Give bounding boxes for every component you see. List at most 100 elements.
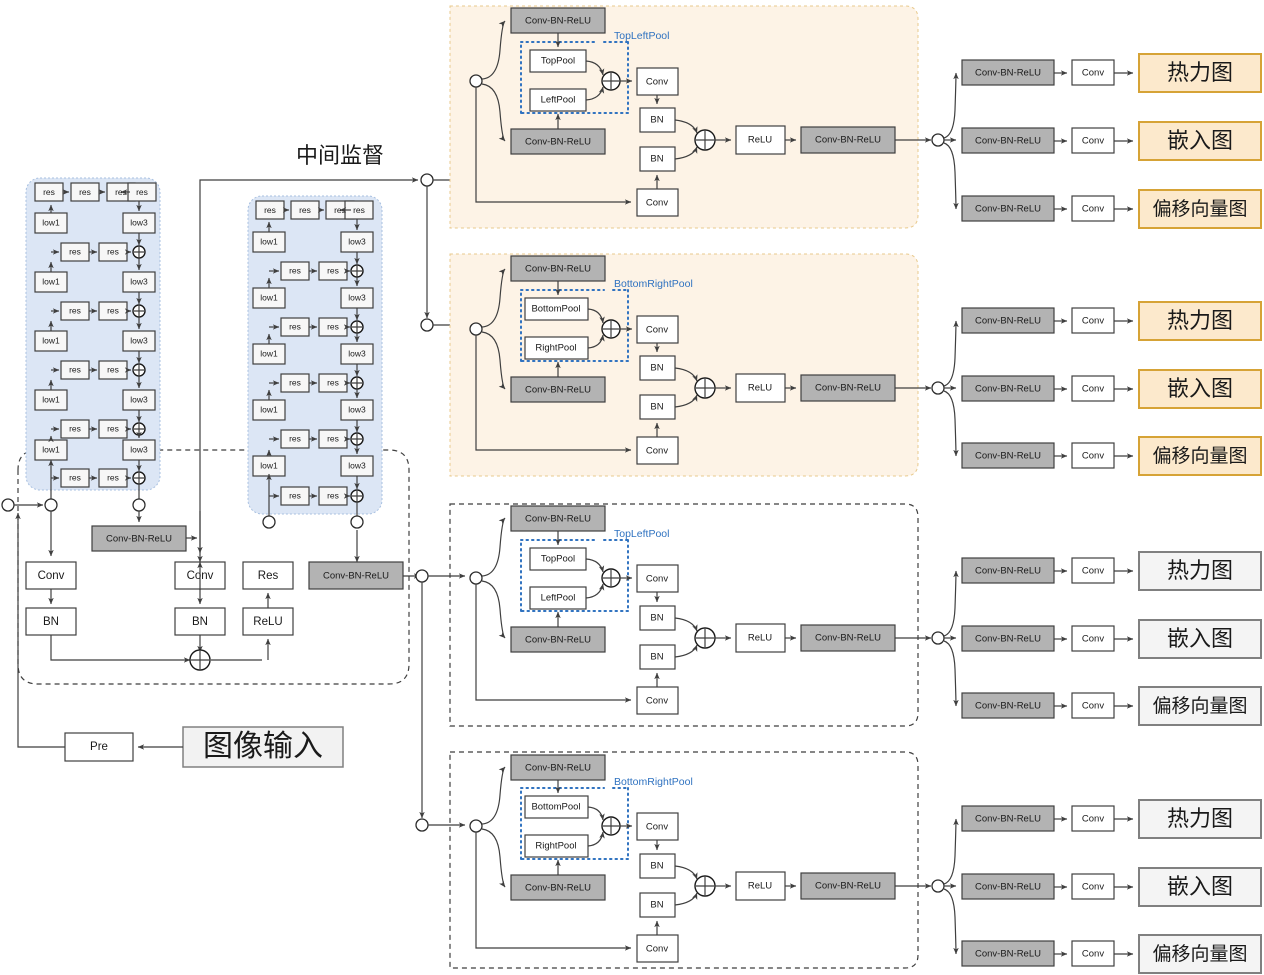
hg1-low3-4: low3 xyxy=(130,394,148,404)
b3-leftpool: LeftPool xyxy=(541,593,576,604)
hg2-low3-2: low3 xyxy=(348,292,366,302)
hg2-skip-res-2a: res xyxy=(289,321,301,331)
b2-out1-conv: Conv xyxy=(1082,316,1104,327)
b3-toppool: TopPool xyxy=(541,554,575,565)
intermediate-supervision-label: 中间监督 xyxy=(296,143,384,168)
branch-module-4: Conv-BN-ReLU Conv-BN-ReLU BottomRightPoo… xyxy=(449,751,932,969)
b1-output-offset: 偏移向量图 xyxy=(1152,198,1247,220)
b4-bn-lower: BN xyxy=(650,900,663,911)
left-junctions xyxy=(1,498,429,583)
hourglass-stage-2-content: res res res res low1 low3 res res xyxy=(252,200,374,522)
hg2-skip-res-5b: res xyxy=(327,490,339,500)
hg2-skip-res-1b: res xyxy=(327,265,339,275)
b4-cbr-bottom: Conv-BN-ReLU xyxy=(525,883,591,894)
hg2-low1-2: low1 xyxy=(260,292,278,302)
b3-conv-lower: Conv xyxy=(646,696,668,707)
b1-pool-group-label: TopLeftPool xyxy=(614,30,669,42)
b3-bn-upper: BN xyxy=(650,613,663,624)
stage2-cbr-label: Conv-BN-ReLU xyxy=(323,571,389,582)
b1-out3-conv: Conv xyxy=(1082,204,1104,215)
b1-out2-cbr: Conv-BN-ReLU xyxy=(975,136,1041,147)
b3-out2-conv: Conv xyxy=(1082,634,1104,645)
b2-output-offset: 偏移向量图 xyxy=(1152,445,1247,467)
b3-out1-conv: Conv xyxy=(1082,566,1104,577)
b1-leftpool: LeftPool xyxy=(541,95,576,106)
b2-out3-cbr: Conv-BN-ReLU xyxy=(975,451,1041,462)
b2-output-embedding: 嵌入图 xyxy=(1167,376,1233,401)
b2-output-heatmap: 热力图 xyxy=(1167,308,1233,333)
hg1-low1-4: low1 xyxy=(42,394,60,404)
input-row: 图像输入 Pre xyxy=(15,512,344,768)
hg1-skip-res-4a: res xyxy=(69,423,81,433)
pre-block: Pre xyxy=(90,741,108,753)
b3-cbr-out: Conv-BN-ReLU xyxy=(815,633,881,644)
hg1-skip-res-2a: res xyxy=(69,305,81,315)
b2-cbr-bottom: Conv-BN-ReLU xyxy=(525,385,591,396)
b2-pool-group-label: BottomRightPool xyxy=(614,278,693,290)
b3-output-offset: 偏移向量图 xyxy=(1152,695,1247,717)
branch-module-1: Conv-BN-ReLU Conv-BN-ReLU TopLeftPool To… xyxy=(449,5,932,229)
hg1-skip-res-1b: res xyxy=(107,246,119,256)
b4-pool-group-label: BottomRightPool xyxy=(614,776,693,788)
b4-out3-conv: Conv xyxy=(1082,949,1104,960)
hg2-low1-1: low1 xyxy=(260,236,278,246)
b1-out1-cbr: Conv-BN-ReLU xyxy=(975,68,1041,79)
b2-out2-conv: Conv xyxy=(1082,384,1104,395)
b4-output-embedding: 嵌入图 xyxy=(1167,874,1233,899)
b4-out2-cbr: Conv-BN-ReLU xyxy=(975,882,1041,893)
b4-out3-cbr: Conv-BN-ReLU xyxy=(975,949,1041,960)
hg2-low3-3: low3 xyxy=(348,348,366,358)
image-input-label: 图像输入 xyxy=(203,730,323,763)
b2-cbr-top: Conv-BN-ReLU xyxy=(525,264,591,275)
b4-output-offset: 偏移向量图 xyxy=(1152,943,1247,965)
branch-4-outputs: Conv-BN-ReLU Conv-BN-ReLU Conv-BN-ReLU C… xyxy=(931,799,1262,974)
b1-relu: ReLU xyxy=(748,135,772,146)
hg2-low3-1: low3 xyxy=(348,236,366,246)
branch-module-3: Conv-BN-ReLU Conv-BN-ReLU TopLeftPool To… xyxy=(449,503,932,727)
b4-out1-conv: Conv xyxy=(1082,814,1104,825)
hg2-top-res-1: res xyxy=(264,205,276,215)
hg2-skip-res-3a: res xyxy=(289,377,301,387)
hg1-low1-3: low1 xyxy=(42,335,60,345)
b1-conv-lower: Conv xyxy=(646,198,668,209)
b4-out2-conv: Conv xyxy=(1082,882,1104,893)
lower-branch-routing xyxy=(415,573,466,832)
b4-cbr-out: Conv-BN-ReLU xyxy=(815,881,881,892)
hg1-skip-res-2b: res xyxy=(107,305,119,315)
relu-block: ReLU xyxy=(253,616,282,628)
branch-3-outputs: Conv-BN-ReLU Conv-BN-ReLU Conv-BN-ReLU C… xyxy=(931,551,1262,726)
b4-out1-cbr: Conv-BN-ReLU xyxy=(975,814,1041,825)
b1-bn-upper: BN xyxy=(650,115,663,126)
b4-cbr-top: Conv-BN-ReLU xyxy=(525,763,591,774)
hg2-skip-res-4b: res xyxy=(327,433,339,443)
hg1-skip-res-4b: res xyxy=(107,423,119,433)
b3-output-embedding: 嵌入图 xyxy=(1167,626,1233,651)
hg1-top-res-2: res xyxy=(79,187,91,197)
b3-output-heatmap: 热力图 xyxy=(1167,558,1233,583)
b2-bn-upper: BN xyxy=(650,363,663,374)
b3-out1-cbr: Conv-BN-ReLU xyxy=(975,566,1041,577)
b3-out3-cbr: Conv-BN-ReLU xyxy=(975,701,1041,712)
hg2-low1-5: low1 xyxy=(260,460,278,470)
b2-bn-lower: BN xyxy=(650,402,663,413)
b2-cbr-out: Conv-BN-ReLU xyxy=(815,383,881,394)
stage1-conv-bn-relu: Conv-BN-ReLU xyxy=(91,525,198,552)
b2-bottompool: BottomPool xyxy=(531,304,580,315)
hg2-low1-3: low1 xyxy=(260,348,278,358)
b4-bottompool: BottomPool xyxy=(531,802,580,813)
b2-conv-lower: Conv xyxy=(646,446,668,457)
branch-module-2: Conv-BN-ReLU Conv-BN-ReLU BottomRightPoo… xyxy=(449,253,932,477)
hg2-low3-5: low3 xyxy=(348,460,366,470)
b4-bn-upper: BN xyxy=(650,861,663,872)
intermediate-supervision: 中间监督 xyxy=(199,143,466,553)
hg2-skip-res-3b: res xyxy=(327,377,339,387)
hg1-low1-1: low1 xyxy=(42,217,60,227)
left-residual-module: Conv BN Conv BN Res ReLU xyxy=(25,511,294,671)
b2-out3-conv: Conv xyxy=(1082,451,1104,462)
hg1-low3-3: low3 xyxy=(130,335,148,345)
b1-cbr-bottom: Conv-BN-ReLU xyxy=(525,137,591,148)
hg1-skip-res-5a: res xyxy=(69,472,81,482)
b4-relu: ReLU xyxy=(748,881,772,892)
branch-2-outputs: Conv-BN-ReLU Conv-BN-ReLU Conv-BN-ReLU C… xyxy=(931,301,1262,476)
b3-out3-conv: Conv xyxy=(1082,701,1104,712)
